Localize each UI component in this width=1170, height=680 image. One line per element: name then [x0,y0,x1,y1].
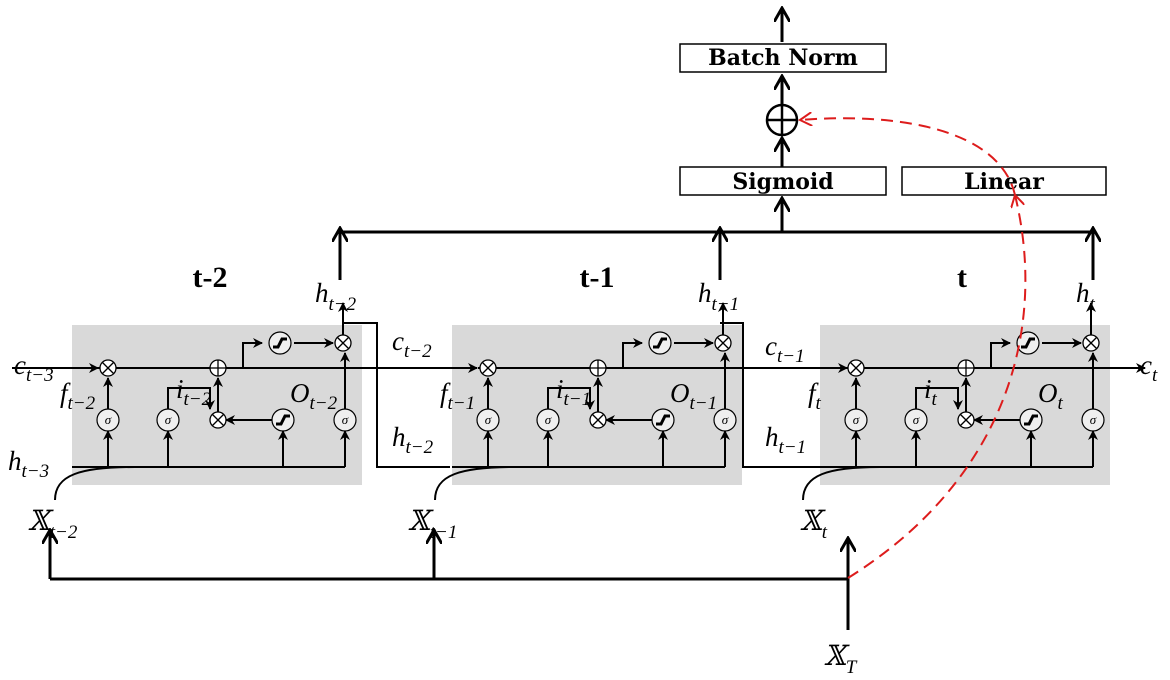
output-gate-label: Ot−1 [670,378,717,414]
svg-text:σ: σ [913,412,920,427]
add-icon [765,103,799,137]
svg-text:ht−2: ht−2 [315,278,357,315]
svg-text:σ: σ [342,412,349,427]
forget-sigma-icon: σ [844,408,868,432]
output-tanh-icon [1016,331,1040,355]
linear-label: Linear [964,169,1044,195]
forget-multiply-icon [99,359,117,377]
output-head: Batch Norm Sigmoid Linear [679,8,1107,232]
output-tanh-icon [648,331,672,355]
skip-connection-arc [800,118,1016,196]
output-tanh-icon [268,331,292,355]
input-curves [54,466,881,501]
hidden-output-bus [340,228,1093,280]
forget-multiply-icon [847,359,865,377]
output-multiply-icon [1082,334,1100,352]
input-label-T: 𝕏T [824,639,858,678]
cell-add-icon [589,359,607,377]
skip-connection-line [847,195,1027,579]
svg-text:σ: σ [165,412,172,427]
input-label-t-2: 𝕏t−2 [28,504,78,543]
stage-label-t-1: t-1 [580,261,615,294]
input-sigma-icon: σ [536,408,560,432]
candidate-tanh-icon [271,408,295,432]
lstm-cell-1: σ σ σ ft−1 it−1 Ot−1 [440,302,742,485]
lstm-cell-2: σ σ σ ft it Ot [808,302,1110,485]
svg-text:ht−1: ht−1 [698,278,739,315]
cell-connections [12,322,1146,468]
c-label-t: ct [1140,350,1158,386]
output-multiply-icon [714,334,732,352]
input-sigma-icon: σ [904,408,928,432]
candidate-tanh-icon [1019,408,1043,432]
svg-text:ht: ht [1076,278,1096,315]
output-gate-label: Ot [1038,378,1064,414]
output-sigma-icon: σ [333,408,357,432]
svg-text:σ: σ [105,412,112,427]
state-labels: ct−3 ht−3 ct−2 ht−2 ct−1 ht−1 ct [8,326,1158,482]
input-label-t: 𝕏t [800,504,828,543]
forget-gate-label: ft−2 [60,378,96,414]
linear-box [901,166,1107,196]
hidden-output-label-0: ht−2 [315,278,357,315]
batch-norm-label: Batch Norm [708,45,858,71]
lstm-cell-0: σ σ σ ft−2 it−2 Ot−2 [60,302,362,485]
hidden-output-label-2: ht [1076,278,1096,315]
input-sigma-icon: σ [156,408,180,432]
sigmoid-box [679,166,887,196]
c-label-t-1: ct−1 [765,331,805,367]
svg-text:σ: σ [485,412,492,427]
hidden-output-label-1: ht−1 [698,278,739,315]
sigmoid-label: Sigmoid [732,169,833,195]
batch-norm-box [679,43,887,73]
output-gate-label: Ot−2 [290,378,338,414]
input-multiply-icon [589,411,607,429]
input-gate-label: it−1 [556,374,591,410]
svg-text:σ: σ [853,412,860,427]
h-label-t-1: ht−1 [765,422,806,458]
output-multiply-icon [334,334,352,352]
c-label-t-3: ct−3 [14,350,54,386]
input-multiply-icon [209,411,227,429]
forget-sigma-icon: σ [476,408,500,432]
input-multiply-icon [957,411,975,429]
input-gate-label: it−2 [176,374,212,410]
output-sigma-icon: σ [713,408,737,432]
forget-sigma-icon: σ [96,408,120,432]
h-label-t-2: ht−2 [392,422,434,458]
h-label-t-3: ht−3 [8,446,49,482]
output-sigma-icon: σ [1081,408,1105,432]
svg-text:σ: σ [545,412,552,427]
c-label-t-2: ct−2 [392,326,432,362]
stage-label-t-2: t-2 [193,261,228,294]
input-gate-label: it [924,374,938,410]
cell-add-icon [209,359,227,377]
svg-text:σ: σ [722,412,729,427]
forget-gate-label: ft−1 [440,378,475,414]
svg-text:σ: σ [1090,412,1097,427]
forget-gate-label: ft [808,378,822,414]
cell-add-icon [957,359,975,377]
stage-label-t: t [957,261,967,294]
candidate-tanh-icon [651,408,675,432]
input-bus [50,530,848,630]
forget-multiply-icon [479,359,497,377]
